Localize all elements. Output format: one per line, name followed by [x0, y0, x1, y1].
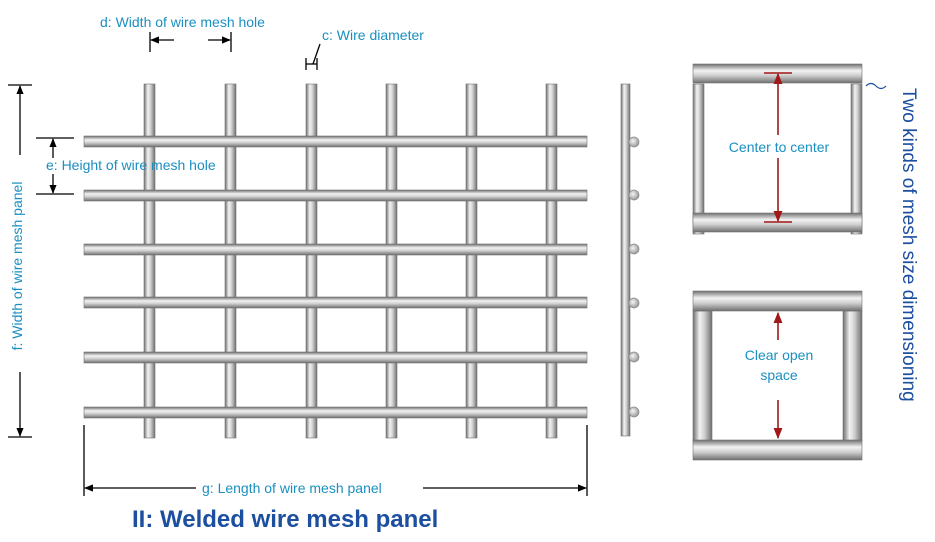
horizontal-wire	[83, 135, 588, 148]
dimension-c: c: Wire diameter	[305, 27, 424, 70]
wire-cross-section	[628, 243, 640, 255]
dimension-f: f: Width of wire mesh panel	[8, 84, 32, 438]
wire-cross-section	[628, 297, 640, 309]
wire-cross-section	[628, 189, 640, 201]
wire-cross-section	[628, 351, 640, 363]
page-title: II: Welded wire mesh panel	[132, 506, 438, 533]
horizontal-wire	[83, 296, 588, 309]
vertical-wires	[143, 83, 558, 439]
wire-cross-section	[628, 406, 640, 418]
label-g: g: Length of wire mesh panel	[202, 480, 382, 496]
side-title-group: Two kinds of mesh size dimensioning	[865, 82, 919, 402]
vertical-wire	[143, 83, 156, 439]
dimension-g: g: Length of wire mesh panel	[83, 425, 588, 496]
dimension-e: e: Height of wire mesh hole	[36, 137, 216, 195]
label-c: c: Wire diameter	[322, 27, 424, 43]
label-e: e: Height of wire mesh hole	[46, 157, 216, 173]
side-profile	[620, 83, 640, 437]
side-profile-wire	[620, 83, 631, 437]
horizontal-wires	[83, 135, 588, 419]
label-clear-open-line2: space	[760, 367, 798, 383]
label-clear-open-line1: Clear open	[745, 347, 814, 363]
wire-cross-section	[628, 136, 640, 148]
vertical-wire	[385, 83, 398, 439]
label-d: d: Width of wire mesh hole	[100, 14, 265, 30]
horizontal-wire	[83, 406, 588, 419]
horizontal-wire	[83, 189, 588, 202]
vertical-wire	[545, 83, 558, 439]
label-center-to-center: Center to center	[729, 139, 830, 155]
vertical-wire	[465, 83, 478, 439]
horizontal-wire	[83, 351, 588, 364]
label-f: f: Width of wire mesh panel	[9, 182, 25, 351]
clear-open-space-cell: Clear open space	[692, 290, 863, 461]
vertical-wire	[305, 83, 318, 439]
horizontal-wire	[83, 243, 588, 256]
dimension-d: d: Width of wire mesh hole	[100, 14, 265, 52]
mesh-panel	[83, 83, 588, 439]
vertical-wire	[224, 83, 237, 439]
center-to-center-cell: Center to center	[692, 63, 863, 235]
side-title: Two kinds of mesh size dimensioning	[898, 88, 919, 402]
